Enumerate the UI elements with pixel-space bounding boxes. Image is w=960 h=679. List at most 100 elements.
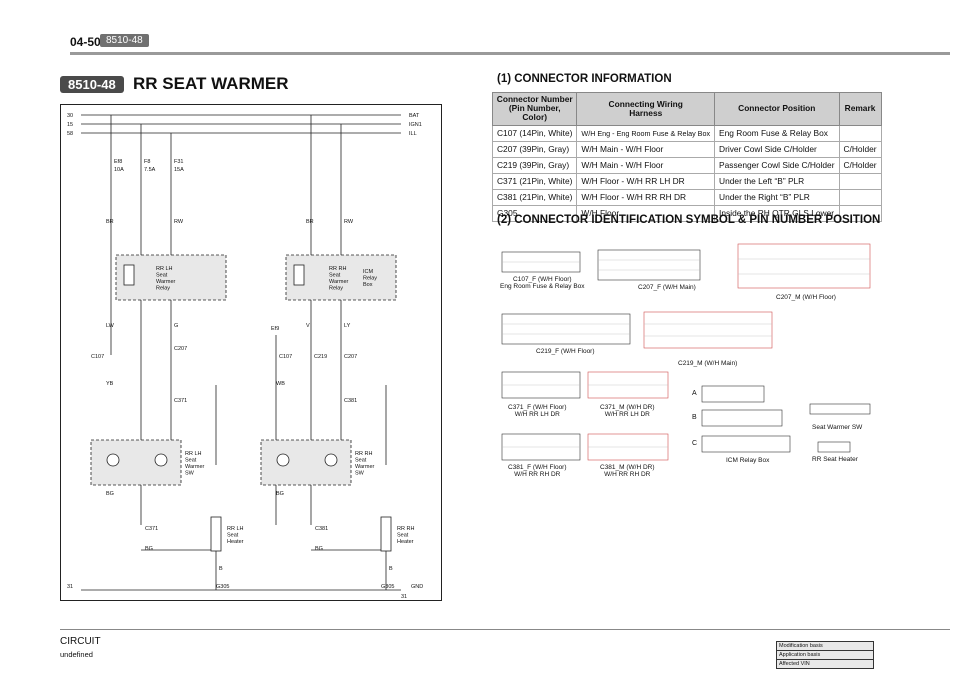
wire-lw: LW xyxy=(106,323,115,329)
connector-info-table: Connector Number(Pin Number, Color) Conn… xyxy=(491,92,882,222)
conn-c207-right: C207 xyxy=(344,354,357,360)
table-row: C219 (39Pin, Gray) W/H Main - W/H Floor … xyxy=(491,156,882,174)
conn-c371-lower: C371 xyxy=(145,526,158,532)
wire-b-right: B xyxy=(389,566,393,572)
cell: W/H Eng - Eng Room Fuse & Relay Box xyxy=(576,124,716,142)
icm-row-a: A xyxy=(692,390,697,397)
caption-c219-floor: C219_F (W/H Floor) xyxy=(536,348,595,355)
cell: C107 (14Pin, White) xyxy=(491,124,578,142)
table-row: C381 (21Pin, White) W/H Floor - W/H RR R… xyxy=(491,188,882,206)
left-heater xyxy=(210,516,222,552)
connector-grids xyxy=(501,243,871,461)
wire-yb-left: YB xyxy=(106,381,114,387)
table-row: C107 (14Pin, White) W/H Eng - Eng Room F… xyxy=(491,124,882,142)
cell xyxy=(838,172,882,190)
header-tab: 8510-48 xyxy=(100,34,149,47)
cell: Under the Left “B” PLR xyxy=(714,172,840,190)
cell xyxy=(838,124,882,142)
cell xyxy=(838,204,882,222)
fuse-f31: F31 xyxy=(174,159,183,165)
conn-c219: C219 xyxy=(314,354,327,360)
wire-rw-right: RW xyxy=(344,219,354,225)
ground-id-right: 31 xyxy=(401,594,407,600)
wire-bg-heater-right: BG xyxy=(315,546,323,552)
page-number: 04-50 xyxy=(70,35,101,49)
conn-c107-left: C107 xyxy=(91,354,104,360)
conn-c107-right: C107 xyxy=(279,354,292,360)
wire-rw-left: RW xyxy=(174,219,184,225)
cell: Eng Room Fuse & Relay Box xyxy=(714,124,840,142)
caption-c381-m: C381_M (W/H DR)W/H RR RH DR xyxy=(600,464,655,478)
cell: W/H Floor - W/H RR LH DR xyxy=(576,172,716,190)
cell xyxy=(838,188,882,206)
caption-c381-f: C381_F (W/H Floor)W/H RR RH DR xyxy=(508,464,567,478)
wire-wb-right: WB xyxy=(276,381,285,387)
col-position: Connector Position xyxy=(714,92,840,126)
section-badge: 8510-48 xyxy=(60,76,124,93)
icm-grid-b xyxy=(701,409,783,427)
table-row: G305 W/H Floor Inside the RH QTR GLS Low… xyxy=(491,204,882,222)
wire-bg-left: BG xyxy=(106,491,114,497)
col-connector-number: Connector Number(Pin Number, Color) xyxy=(491,92,578,126)
caption-seat-warmer-sw: Seat Warmer SW xyxy=(812,424,863,431)
cell: W/H Floor - W/H RR RH DR xyxy=(576,188,716,206)
cell: C/Holder xyxy=(838,156,882,174)
left-switch-box xyxy=(90,439,182,486)
rr-seat-heater-grid xyxy=(817,441,851,453)
caption-c207-main: C207_F (W/H Main) xyxy=(638,284,696,291)
caption-c371-m: C371_M (W/H DR)W/H RR LH DR xyxy=(600,404,655,418)
modification-box: Modification basis Application basis Aff… xyxy=(776,641,874,669)
caption-icm: ICM Relay Box xyxy=(726,457,770,464)
footer-subtitle: undefined xyxy=(60,650,93,659)
rail-id-15: 15 xyxy=(67,122,73,128)
icm-row-b: B xyxy=(692,414,697,421)
fuse-ef8: Ef8 xyxy=(114,159,122,165)
affected-vin: Affected VIN xyxy=(777,660,873,668)
connector-info-heading: (1) CONNECTOR INFORMATION xyxy=(497,73,672,85)
wire-ly: LY xyxy=(344,323,351,329)
ground-g305-left: G305 xyxy=(216,584,229,590)
cell: C381 (21Pin, White) xyxy=(491,188,578,206)
conn-c207-left: C207 xyxy=(174,346,187,352)
col-remark: Remark xyxy=(838,92,882,126)
icm-grid-c xyxy=(701,435,791,453)
mod-basis: Modification basis xyxy=(777,642,873,651)
rail-tag-ign1: IGN1 xyxy=(409,122,422,128)
rail-id-58: 58 xyxy=(67,131,73,137)
fuse-f8: F8 xyxy=(144,159,150,165)
conn-c381: C381 xyxy=(344,398,357,404)
caption-c219-main: C219_M (W/H Main) xyxy=(678,360,738,367)
ground-tag: GND xyxy=(411,584,423,590)
cell: W/H Main - W/H Floor xyxy=(576,156,716,174)
cell: C/Holder xyxy=(838,140,882,158)
cell: C371 (21Pin, White) xyxy=(491,172,578,190)
wire-v: V xyxy=(306,323,310,329)
wire-br-right: BR xyxy=(306,219,314,225)
cell: Driver Cowl Side C/Holder xyxy=(714,140,840,158)
caption-c371-f: C371_F (W/H Floor)W/H RR LH DR xyxy=(508,404,567,418)
c207-floor-grid xyxy=(737,243,871,289)
wire-br-left: BR xyxy=(106,219,114,225)
icm-grid-a xyxy=(701,385,765,403)
cell: G305 xyxy=(491,204,578,222)
wire-g: G xyxy=(174,323,178,329)
fuse-ef8-rating: 10A xyxy=(114,167,124,173)
table-row: C371 (21Pin, White) W/H Floor - W/H RR L… xyxy=(491,172,882,190)
c219-main-grid xyxy=(643,311,773,349)
fuse-f8-rating: 7.5A xyxy=(144,167,156,173)
icm-row-c: C xyxy=(692,440,698,447)
section-title: RR SEAT WARMER xyxy=(133,74,289,93)
ground-id-left: 31 xyxy=(67,584,73,590)
app-basis: Application basis xyxy=(777,651,873,660)
c219-floor-grid xyxy=(501,313,631,345)
seat-warmer-sw-grid xyxy=(809,403,871,415)
cell: C207 (39Pin, Gray) xyxy=(491,140,578,158)
cell: Under the Right “B” PLR xyxy=(714,188,840,206)
